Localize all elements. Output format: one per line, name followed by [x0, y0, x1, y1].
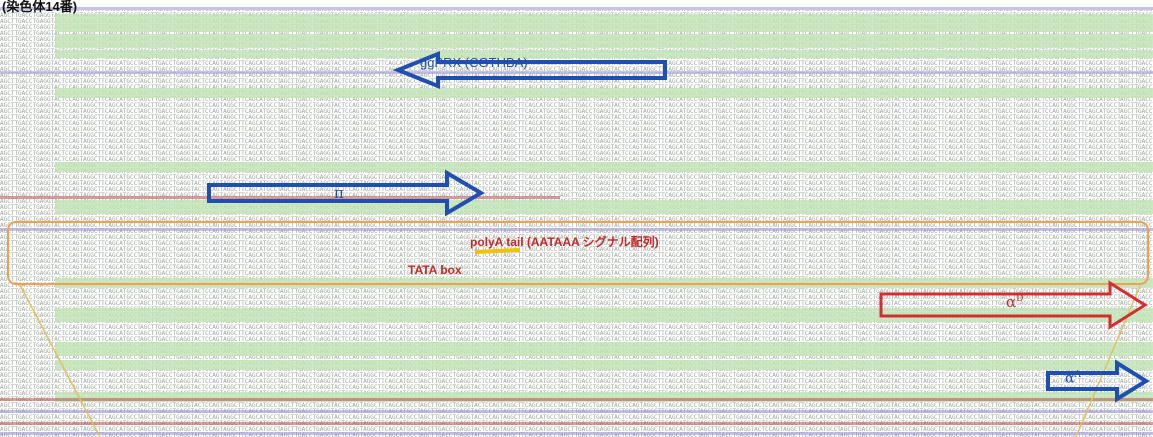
- translation-row: [0, 410, 1153, 413]
- green-band: [55, 162, 1153, 172]
- zoom-line-left: [19, 284, 101, 437]
- alpha-a-superscript: A: [1074, 370, 1081, 380]
- green-band: [55, 360, 1153, 370]
- pi-arrow: [207, 169, 485, 217]
- green-band: [55, 88, 1153, 98]
- translation-row: [0, 7, 1153, 10]
- translation-rows: [0, 7, 1153, 435]
- alpha-d-label: αD: [1006, 293, 1023, 311]
- alpha-a-base: α: [1065, 370, 1075, 387]
- translation-row: [0, 228, 1153, 231]
- ggprx-arrow: [392, 51, 667, 89]
- translation-row: [0, 398, 1153, 401]
- alpha-a-arrow: [1046, 359, 1150, 403]
- green-band: [55, 50, 1153, 58]
- translation-row: [0, 432, 1153, 435]
- translation-row: [0, 196, 560, 199]
- green-band: [55, 392, 1153, 402]
- green-band: [55, 308, 1153, 322]
- alpha-d-superscript: D: [1016, 294, 1024, 304]
- polya-label: polyA tail (AATAAA シグナル配列): [470, 235, 659, 249]
- ggprx-label: ggPRX (CGTHBA): [420, 55, 528, 70]
- pi-gene-label: π: [334, 184, 344, 202]
- highlight-box: [7, 221, 1149, 285]
- zoom-line-right: [1075, 285, 1141, 437]
- tata-box-label: TATA box: [408, 263, 462, 277]
- chromosome-title: (染色体14番): [2, 0, 78, 14]
- green-band: [55, 14, 1153, 32]
- alpha-d-base: α: [1006, 293, 1017, 311]
- green-band: [55, 34, 1153, 48]
- tata-marker: [474, 248, 521, 254]
- sequence-text-block: [0, 10, 1153, 437]
- translation-row: [0, 422, 1153, 425]
- green-band: [55, 200, 1153, 214]
- alpha-a-label: αA: [1065, 370, 1081, 387]
- alpha-d-arrow: [879, 280, 1148, 330]
- translation-row: [0, 71, 1153, 74]
- green-band: [55, 342, 1153, 356]
